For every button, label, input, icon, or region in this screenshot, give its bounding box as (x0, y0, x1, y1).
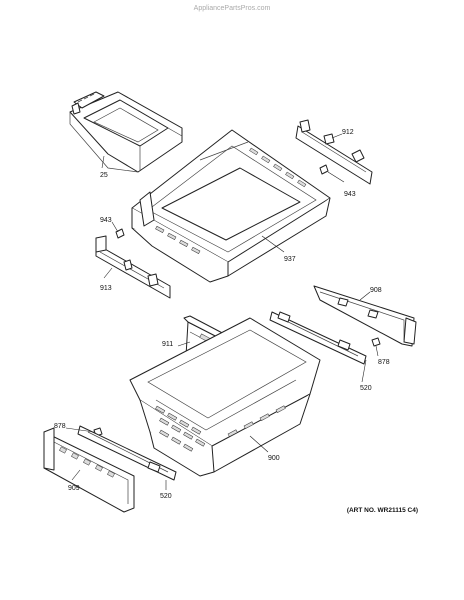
clip-upper-left-943[interactable] (115, 228, 125, 239)
label-937: 937 (284, 256, 296, 263)
label-943-upper-left: 943 (100, 217, 112, 224)
leader-lines (65, 133, 379, 490)
rail-lower-left-909[interactable] (43, 427, 135, 513)
label-878-left: 878 (54, 423, 66, 430)
upper-basket-937[interactable] (131, 129, 331, 283)
label-911: 911 (162, 341, 173, 348)
lower-basket-slots (155, 405, 286, 452)
label-913: 913 (100, 285, 112, 292)
label-25: 25 (100, 172, 108, 179)
label-878-right: 878 (378, 359, 390, 366)
label-943-upper-right: 943 (344, 191, 356, 198)
upper-basket-slots (155, 147, 307, 254)
label-908: 908 (370, 287, 382, 294)
slide-left-520[interactable] (77, 425, 177, 481)
label-520-left: 520 (160, 493, 172, 500)
rail-upper-left-913[interactable] (95, 235, 171, 299)
label-520-right: 520 (360, 385, 372, 392)
lower-basket-900[interactable] (129, 317, 321, 477)
label-912: 912 (342, 129, 354, 136)
label-909: 909 (68, 485, 80, 492)
clip-lower-right-878[interactable] (371, 337, 381, 347)
rail-lower-right-908[interactable] (313, 285, 417, 347)
art-number: (ART NO. WR21115 C4) (347, 507, 418, 514)
rail-upper-right-912[interactable] (295, 119, 373, 185)
label-900: 900 (268, 455, 280, 462)
slide-right-520[interactable] (269, 311, 367, 365)
clip-upper-right-943[interactable] (319, 164, 329, 175)
watermark: AppliancePartsPros.com (194, 5, 271, 12)
part-labels: 25 912 943 937 943 913 908 911 520 878 9… (54, 129, 390, 500)
ice-bin-25[interactable] (69, 91, 183, 173)
